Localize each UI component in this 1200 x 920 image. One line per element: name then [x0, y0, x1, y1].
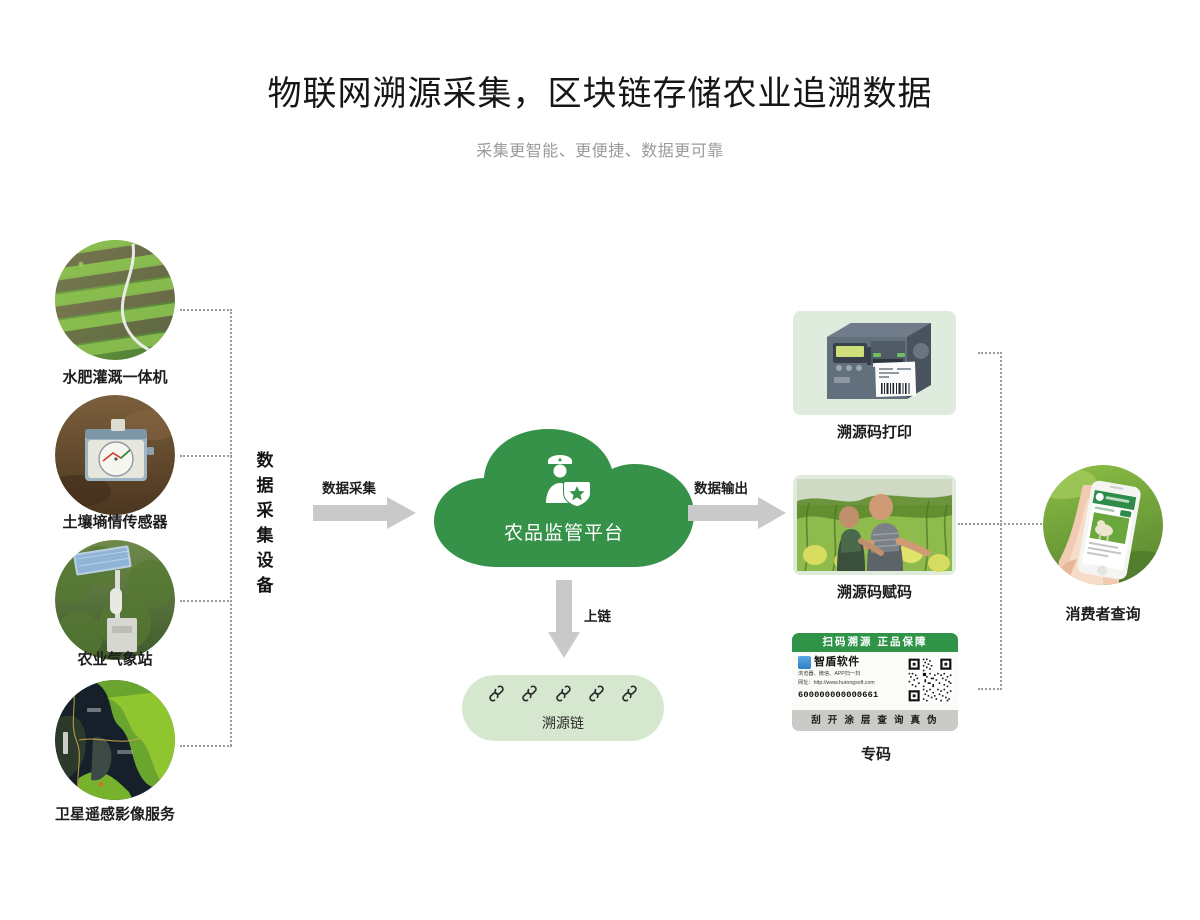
device-label-4: 卫星遥感影像服务	[54, 806, 175, 823]
device-photo-2	[55, 395, 175, 515]
device-photo-1	[55, 240, 175, 360]
inspector-shield-icon	[546, 455, 591, 507]
left-connector-stub-2	[180, 455, 232, 457]
sticker-website: 网址：http://www.hurongsoft.com	[798, 680, 875, 686]
brand-logo-icon	[798, 656, 811, 669]
flow-caption-on-chain: 上链	[584, 609, 611, 624]
consumer-photo	[1043, 465, 1163, 585]
blockchain-label: 溯源链	[542, 715, 584, 731]
sticker-brand-name: 智盾软件	[814, 656, 860, 668]
label-printer-photo	[793, 311, 956, 415]
chain-link-icon	[555, 685, 571, 702]
left-connector-stub-1	[180, 309, 232, 311]
arrow-right-icon	[688, 497, 786, 529]
right-connector-spine	[1000, 352, 1002, 690]
arrow-output	[688, 497, 786, 534]
flow-caption-output: 数据输出	[694, 481, 748, 496]
device-group-label: 数据采集设备	[256, 451, 274, 595]
output-card-3: 扫码溯源 正品保障 智盾软件 浏览器、微信、APP扫一扫 网址：http://w…	[792, 633, 958, 731]
right-connector-stub-2	[958, 523, 1002, 525]
output-label-1: 溯源码打印	[836, 424, 912, 441]
blockchain-node: 溯源链	[462, 675, 664, 741]
right-connector-stub-3	[978, 688, 1002, 690]
consumer-label: 消费者查询	[1065, 606, 1141, 623]
chain-link-icon	[522, 685, 537, 702]
sticker-scan-hint: 浏览器、微信、APP扫一扫	[798, 671, 861, 677]
arrow-collect	[313, 497, 416, 534]
right-connector-to-consumer	[1000, 523, 1042, 525]
platform-label: 农品监管平台	[503, 523, 624, 544]
left-connector-spine	[230, 309, 232, 746]
sticker-body: 智盾软件 浏览器、微信、APP扫一扫 网址：http://www.hurongs…	[792, 652, 958, 710]
page-subtitle: 采集更智能、更便捷、数据更可靠	[476, 143, 724, 160]
flow-caption-collect: 数据采集	[322, 481, 376, 496]
device-photo-3	[55, 540, 175, 660]
page-title: 物联网溯源采集，区块链存储农业追溯数据	[267, 75, 933, 113]
sticker-band: 扫码溯源 正品保障	[792, 633, 958, 652]
output-label-2: 溯源码赋码	[836, 584, 912, 601]
output-card-1	[793, 311, 956, 415]
hand-holding-phone-photo	[1043, 465, 1163, 585]
device-label-3: 农业气象站	[77, 651, 153, 668]
device-label-1: 水肥灌溉一体机	[62, 369, 168, 386]
soil-moisture-sensor-photo	[55, 395, 175, 515]
chain-icon-row	[462, 684, 664, 703]
device-photo-4	[55, 680, 175, 800]
platform-cloud: 农品监管平台	[428, 425, 700, 575]
sticker-brand-row: 智盾软件	[798, 656, 952, 669]
left-connector-stub-4	[180, 745, 232, 747]
device-label-2: 土壤墒情传感器	[62, 514, 168, 531]
right-connector-stub-1	[978, 352, 1002, 354]
chain-link-icon	[589, 685, 604, 702]
sticker-code: 600000000000661	[798, 690, 879, 700]
chain-link-icon	[622, 685, 638, 702]
arrow-down-icon	[548, 580, 580, 658]
weather-station-photo	[55, 540, 175, 660]
arrow-right-icon	[313, 497, 416, 529]
farmers-melon-field-photo	[793, 475, 956, 575]
sticker-footer: 刮 开 涂 层 查 询 真 伪	[792, 710, 958, 731]
drip-irrigation-field-photo	[55, 240, 175, 360]
output-card-2	[793, 475, 956, 575]
output-label-3: 专码	[860, 746, 891, 763]
left-connector-stub-3	[180, 600, 232, 602]
qr-code-icon	[907, 657, 953, 703]
chain-link-icon	[488, 685, 504, 702]
arrow-on-chain	[548, 580, 580, 663]
satellite-remote-sensing-photo	[55, 680, 175, 800]
